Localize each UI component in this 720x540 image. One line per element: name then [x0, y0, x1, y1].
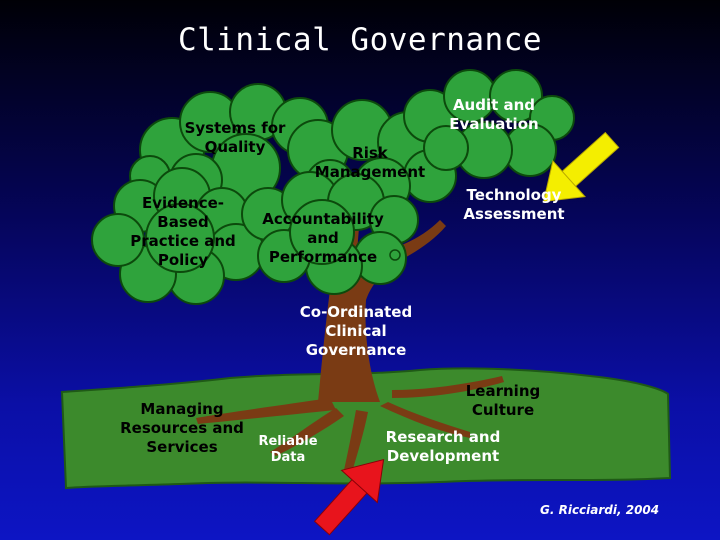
cloud-audit-and-evaluation [403, 69, 575, 179]
label-technology-assessment: Technology Assessment [463, 186, 565, 223]
yellow-arrow [542, 131, 620, 203]
canopy [91, 69, 575, 305]
fruit [389, 249, 401, 261]
label-managing-resources: Managing Resources and Services [120, 400, 244, 456]
label-audit-and-evaluation: Audit and Evaluation [449, 96, 539, 133]
tree-roots [196, 376, 504, 472]
label-coordinated-governance: Co-Ordinated Clinical Governance [299, 303, 413, 359]
red-arrow [313, 458, 385, 536]
label-learning-culture: Learning Culture [465, 382, 541, 419]
tree-trunk [284, 164, 446, 402]
label-systems-for-quality: Systems for Quality [184, 119, 286, 156]
label-evidence-based: Evidence-Based Practice and Policy [130, 194, 236, 269]
label-research-development: Research and Development [385, 428, 501, 465]
page-title: Clinical Governance [177, 22, 543, 58]
label-accountability: Accountability and Performance [262, 210, 384, 266]
ground [60, 367, 672, 490]
author-credit: G. Ricciardi, 2004 [540, 503, 660, 517]
label-risk-management: Risk Management [314, 144, 426, 181]
cloud-evidence-based [91, 167, 265, 305]
label-reliable-data: Reliable Data [258, 434, 318, 465]
cloud-accountability [241, 171, 419, 295]
